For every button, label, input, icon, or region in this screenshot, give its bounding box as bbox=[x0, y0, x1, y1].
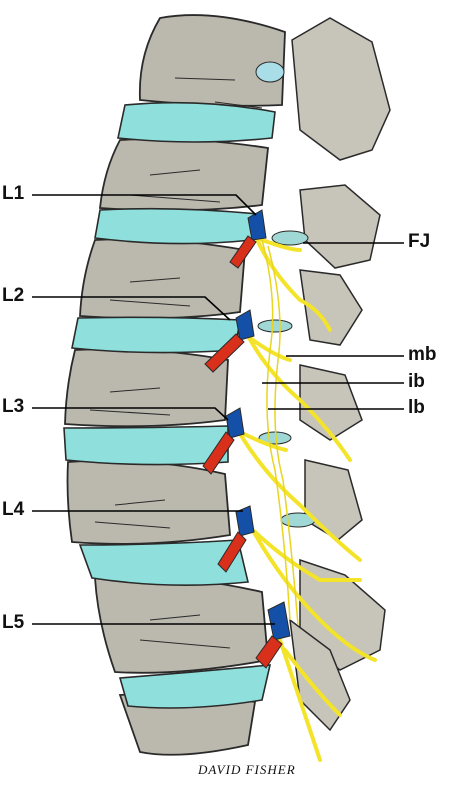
l4-nerve bbox=[248, 523, 377, 662]
l2-medial-branch bbox=[248, 336, 292, 362]
artery-l1 bbox=[229, 235, 257, 269]
l1-medial-branch bbox=[260, 238, 302, 252]
artist-signature: DAVID FISHER bbox=[198, 762, 296, 777]
l5-nerve bbox=[278, 638, 322, 762]
label-ib: ib bbox=[408, 371, 425, 392]
facet-joint-2 bbox=[257, 319, 293, 333]
label-l5: L5 bbox=[2, 612, 25, 633]
transverse-process-1 bbox=[299, 184, 381, 269]
l3-medial-branch bbox=[238, 430, 288, 452]
transverse-process-2 bbox=[299, 269, 363, 346]
artery-l3 bbox=[202, 431, 235, 475]
vertebral-bodies bbox=[64, 14, 286, 756]
spinal-nerves bbox=[233, 233, 377, 762]
l3-vertebral-body bbox=[64, 348, 229, 428]
label-fj: FJ bbox=[408, 231, 431, 252]
label-l2: L2 bbox=[2, 285, 25, 306]
vein-l5 bbox=[267, 601, 291, 641]
transverse-process-3 bbox=[299, 364, 363, 441]
disc-t12-l1 bbox=[117, 101, 276, 143]
bone-shading bbox=[89, 77, 263, 649]
intervertebral-discs bbox=[63, 101, 276, 709]
l1-nerve bbox=[253, 233, 332, 332]
vein-l2 bbox=[235, 309, 255, 341]
leader-l2 bbox=[32, 296, 231, 321]
leader-lines bbox=[32, 194, 404, 625]
facet-joints bbox=[255, 61, 316, 528]
artery-l5 bbox=[255, 635, 283, 669]
posterior-elements bbox=[289, 17, 391, 732]
label-mb: mb bbox=[408, 344, 437, 365]
label-l1: L1 bbox=[2, 183, 25, 204]
disc-l4-l5 bbox=[78, 539, 249, 586]
label-l3: L3 bbox=[2, 396, 25, 417]
l4-medial-branch bbox=[253, 530, 362, 582]
foramen-top bbox=[255, 61, 285, 83]
l4-vertebral-body bbox=[66, 459, 231, 545]
l1-spinous-process bbox=[291, 17, 391, 161]
l5-branch bbox=[283, 648, 342, 717]
leader-l3 bbox=[32, 407, 229, 421]
l3-nerve bbox=[233, 423, 362, 562]
transverse-process-4 bbox=[304, 459, 363, 541]
leader-l1 bbox=[32, 194, 257, 216]
label-lb: lb bbox=[408, 397, 425, 418]
disc-l5-s1 bbox=[118, 664, 272, 709]
facet-joint-1 bbox=[271, 230, 309, 246]
vein-l3 bbox=[225, 407, 245, 439]
t12-vertebral-body bbox=[138, 14, 286, 107]
thin-nerve-branches bbox=[261, 239, 299, 626]
vein-l1 bbox=[247, 209, 267, 241]
l2-nerve bbox=[243, 328, 352, 462]
label-l4: L4 bbox=[2, 499, 25, 520]
blood-vessels bbox=[202, 209, 291, 669]
artery-l2 bbox=[204, 333, 245, 373]
vein-l4 bbox=[235, 505, 255, 537]
l2-vertebral-body bbox=[79, 238, 246, 320]
disc-l1-l2 bbox=[94, 207, 259, 245]
artery-l4 bbox=[217, 531, 247, 573]
disc-l2-l3 bbox=[71, 316, 241, 354]
disc-l3-l4 bbox=[63, 425, 229, 466]
